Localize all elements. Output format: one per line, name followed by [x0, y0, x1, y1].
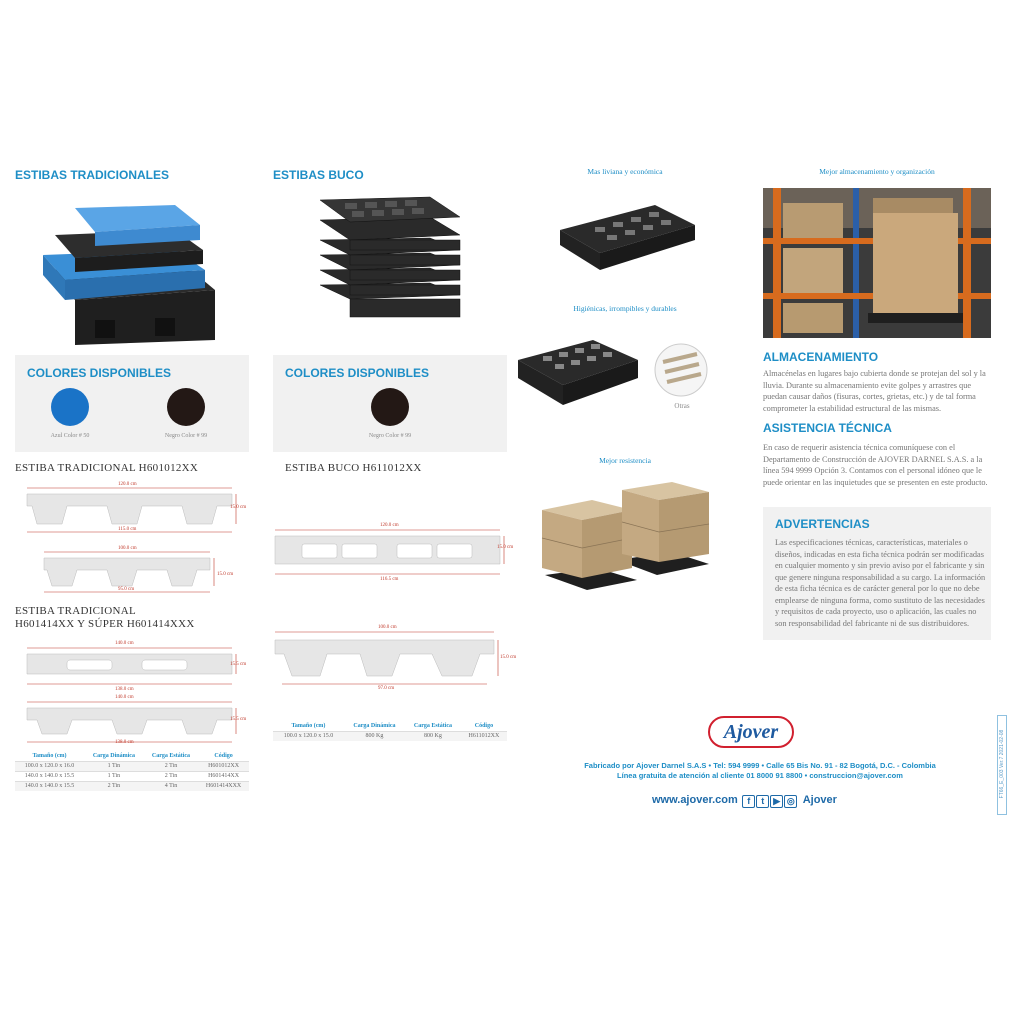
- table-cell: 2 Tin: [143, 761, 199, 772]
- table-cell: 100.0 x 120.0 x 15.0: [273, 731, 344, 741]
- table-row: 140.0 x 140.0 x 15.5 1 Tin 2 Tin H601414…: [15, 771, 249, 782]
- color-label-blue: Azul Color # 50: [50, 433, 90, 439]
- feature-label-higienicas: Higiénicas, irrompibles y durables: [573, 304, 677, 313]
- table-cell: H601414XXX: [198, 781, 249, 791]
- feature-label-resistencia: Mejor resistencia: [599, 456, 651, 465]
- table-header: Tamaño (cm): [32, 753, 67, 759]
- colors-panel-buco: COLORES DISPONIBLES Negro Color # 99: [273, 355, 507, 452]
- colors-title: COLORES DISPONIBLES: [285, 366, 430, 380]
- section-title-buco: ESTIBAS BUCO: [273, 168, 364, 182]
- feature-label-almacenamiento: Mejor almacenamiento y organización: [819, 167, 935, 176]
- warnings-panel: ADVERTENCIAS Las especificaciones técnic…: [763, 507, 991, 640]
- dim-label: 15.0 cm: [230, 505, 247, 510]
- model-title-h601414-line1: ESTIBA TRADICIONAL: [15, 605, 137, 617]
- color-swatch-black: [167, 388, 205, 426]
- dim-label: 140.0 cm: [115, 641, 134, 646]
- dim-label: 15.0 cm: [497, 545, 514, 550]
- colors-title: COLORES DISPONIBLES: [27, 366, 172, 380]
- facebook-icon[interactable]: f: [742, 795, 756, 808]
- table-cell: 4 Tin: [143, 781, 199, 791]
- color-label-black: Negro Color # 99: [164, 433, 208, 439]
- color-swatch-blue: [51, 388, 89, 426]
- dim-label: 100.0 cm: [118, 546, 137, 551]
- hygienic-pallet-photo: [518, 340, 638, 405]
- dim-label: 138.0 cm: [115, 687, 134, 692]
- table-header: Tamaño (cm): [291, 723, 326, 729]
- table-cell: 800 Kg: [343, 731, 406, 741]
- dim-label: 97.0 cm: [378, 686, 395, 691]
- traditional-pallets-photo: [43, 205, 215, 345]
- social-handle: Ajover: [802, 793, 837, 806]
- tech-support-title: ASISTENCIA TÉCNICA: [763, 421, 892, 435]
- table-cell: 140.0 x 140.0 x 15.5: [15, 771, 85, 782]
- model-title-h601414-line2: H601414XX Y SÚPER H601414XXX: [15, 618, 195, 630]
- table-row: 140.0 x 140.0 x 15.5 2 Tin 4 Tin H601414…: [15, 781, 249, 791]
- feature-label-liviana: Mas liviana y económica: [587, 167, 663, 176]
- specs-table-buco: Tamaño (cm) Carga Dinámica Carga Estátic…: [273, 722, 507, 741]
- boxes-on-pallets-photo: [541, 482, 710, 590]
- table-header: Carga Estática: [413, 723, 453, 729]
- table-cell: H611012XX: [460, 731, 507, 741]
- color-swatch-black: [371, 388, 409, 426]
- dim-label: 15.5 cm: [230, 717, 247, 722]
- dim-label: 115.0 cm: [118, 527, 137, 532]
- table-cell: H601414XX: [198, 771, 249, 782]
- dim-label: 138.0 cm: [115, 740, 134, 745]
- twitter-icon[interactable]: t: [756, 795, 770, 808]
- drawing-h601012: [26, 487, 237, 593]
- colors-panel-tradicionales: COLORES DISPONIBLES Azul Color # 50 Negr…: [15, 355, 249, 452]
- website-link[interactable]: www.ajover.com: [652, 793, 738, 806]
- table-cell: 2 Tin: [143, 771, 199, 782]
- table-header: Código: [474, 723, 494, 729]
- table-cell: 1 Tin: [84, 771, 144, 782]
- dim-label: 140.0 cm: [115, 695, 134, 700]
- section-title-tradicionales: ESTIBAS TRADICIONALES: [15, 168, 170, 182]
- model-title-h601012: ESTIBA TRADICIONAL H601012XX: [15, 462, 199, 474]
- document-code-box: FT66_E_003 Ver.7 2021-02-08: [997, 715, 1007, 815]
- instagram-icon[interactable]: ◎: [784, 795, 798, 808]
- table-cell: H601012XX: [198, 761, 249, 772]
- footer-address: Fabricado por Ajover Darnel S.A.S • Tel:…: [584, 761, 936, 770]
- document-code: FT66_E_003 Ver.7 2021-02-08: [999, 729, 1005, 799]
- table-cell: 1 Tin: [84, 761, 144, 772]
- table-cell: 2 Tin: [84, 781, 144, 791]
- dim-label: 95.0 cm: [118, 587, 135, 592]
- specs-table-tradicionales: Tamaño (cm) Carga Dinámica Carga Estátic…: [15, 752, 249, 791]
- ajover-logo: Ajover: [708, 716, 794, 748]
- drawing-h601414: [26, 647, 237, 743]
- table-cell: 140.0 x 140.0 x 15.5: [15, 781, 85, 791]
- table-row: 100.0 x 120.0 x 15.0 800 Kg 800 Kg H6110…: [273, 731, 507, 741]
- light-pallet-photo: [560, 205, 695, 270]
- tech-support-text: En caso de requerir asistencia técnica c…: [763, 443, 988, 487]
- logo-text: Ajover: [723, 721, 779, 743]
- dim-label: 15.5 cm: [230, 662, 247, 667]
- table-header: Carga Estática: [151, 753, 191, 759]
- color-label-black: Negro Color # 99: [368, 433, 412, 439]
- table-header: Carga Dinámica: [353, 723, 396, 729]
- storage-title: ALMACENAMIENTO: [763, 350, 879, 364]
- warnings-title: ADVERTENCIAS: [775, 517, 870, 531]
- table-header: Código: [214, 753, 233, 759]
- buco-pallets-photo: [319, 196, 461, 318]
- storage-text: Almacénelas en lugares bajo cubierta don…: [763, 369, 986, 413]
- dim-label: 120.0 cm: [380, 523, 399, 528]
- table-row: 100.0 x 120.0 x 16.0 1 Tin 2 Tin H601012…: [15, 761, 249, 772]
- other-materials-label: Otras: [674, 402, 690, 410]
- table-header: Carga Dinámica: [92, 753, 135, 759]
- table-cell: 800 Kg: [405, 731, 461, 741]
- dim-label: 116.5 cm: [380, 577, 399, 582]
- warehouse-photo: [763, 188, 991, 338]
- dim-label: 100.0 cm: [378, 625, 397, 630]
- youtube-icon[interactable]: ▶: [770, 795, 784, 808]
- warnings-text: Las especificaciones técnicas, caracterí…: [775, 538, 986, 628]
- dim-label: 15.0 cm: [217, 572, 234, 577]
- table-cell: 100.0 x 120.0 x 16.0: [15, 761, 85, 772]
- wood-pallet-thumbnail: [654, 343, 708, 397]
- drawing-h611012: [274, 529, 505, 685]
- dim-label: 120.0 cm: [118, 482, 137, 487]
- dim-label: 15.0 cm: [500, 655, 517, 660]
- footer-hotline: Línea gratuita de atención al cliente 01…: [617, 771, 903, 780]
- model-title-h611012: ESTIBA BUCO H611012XX: [285, 462, 422, 474]
